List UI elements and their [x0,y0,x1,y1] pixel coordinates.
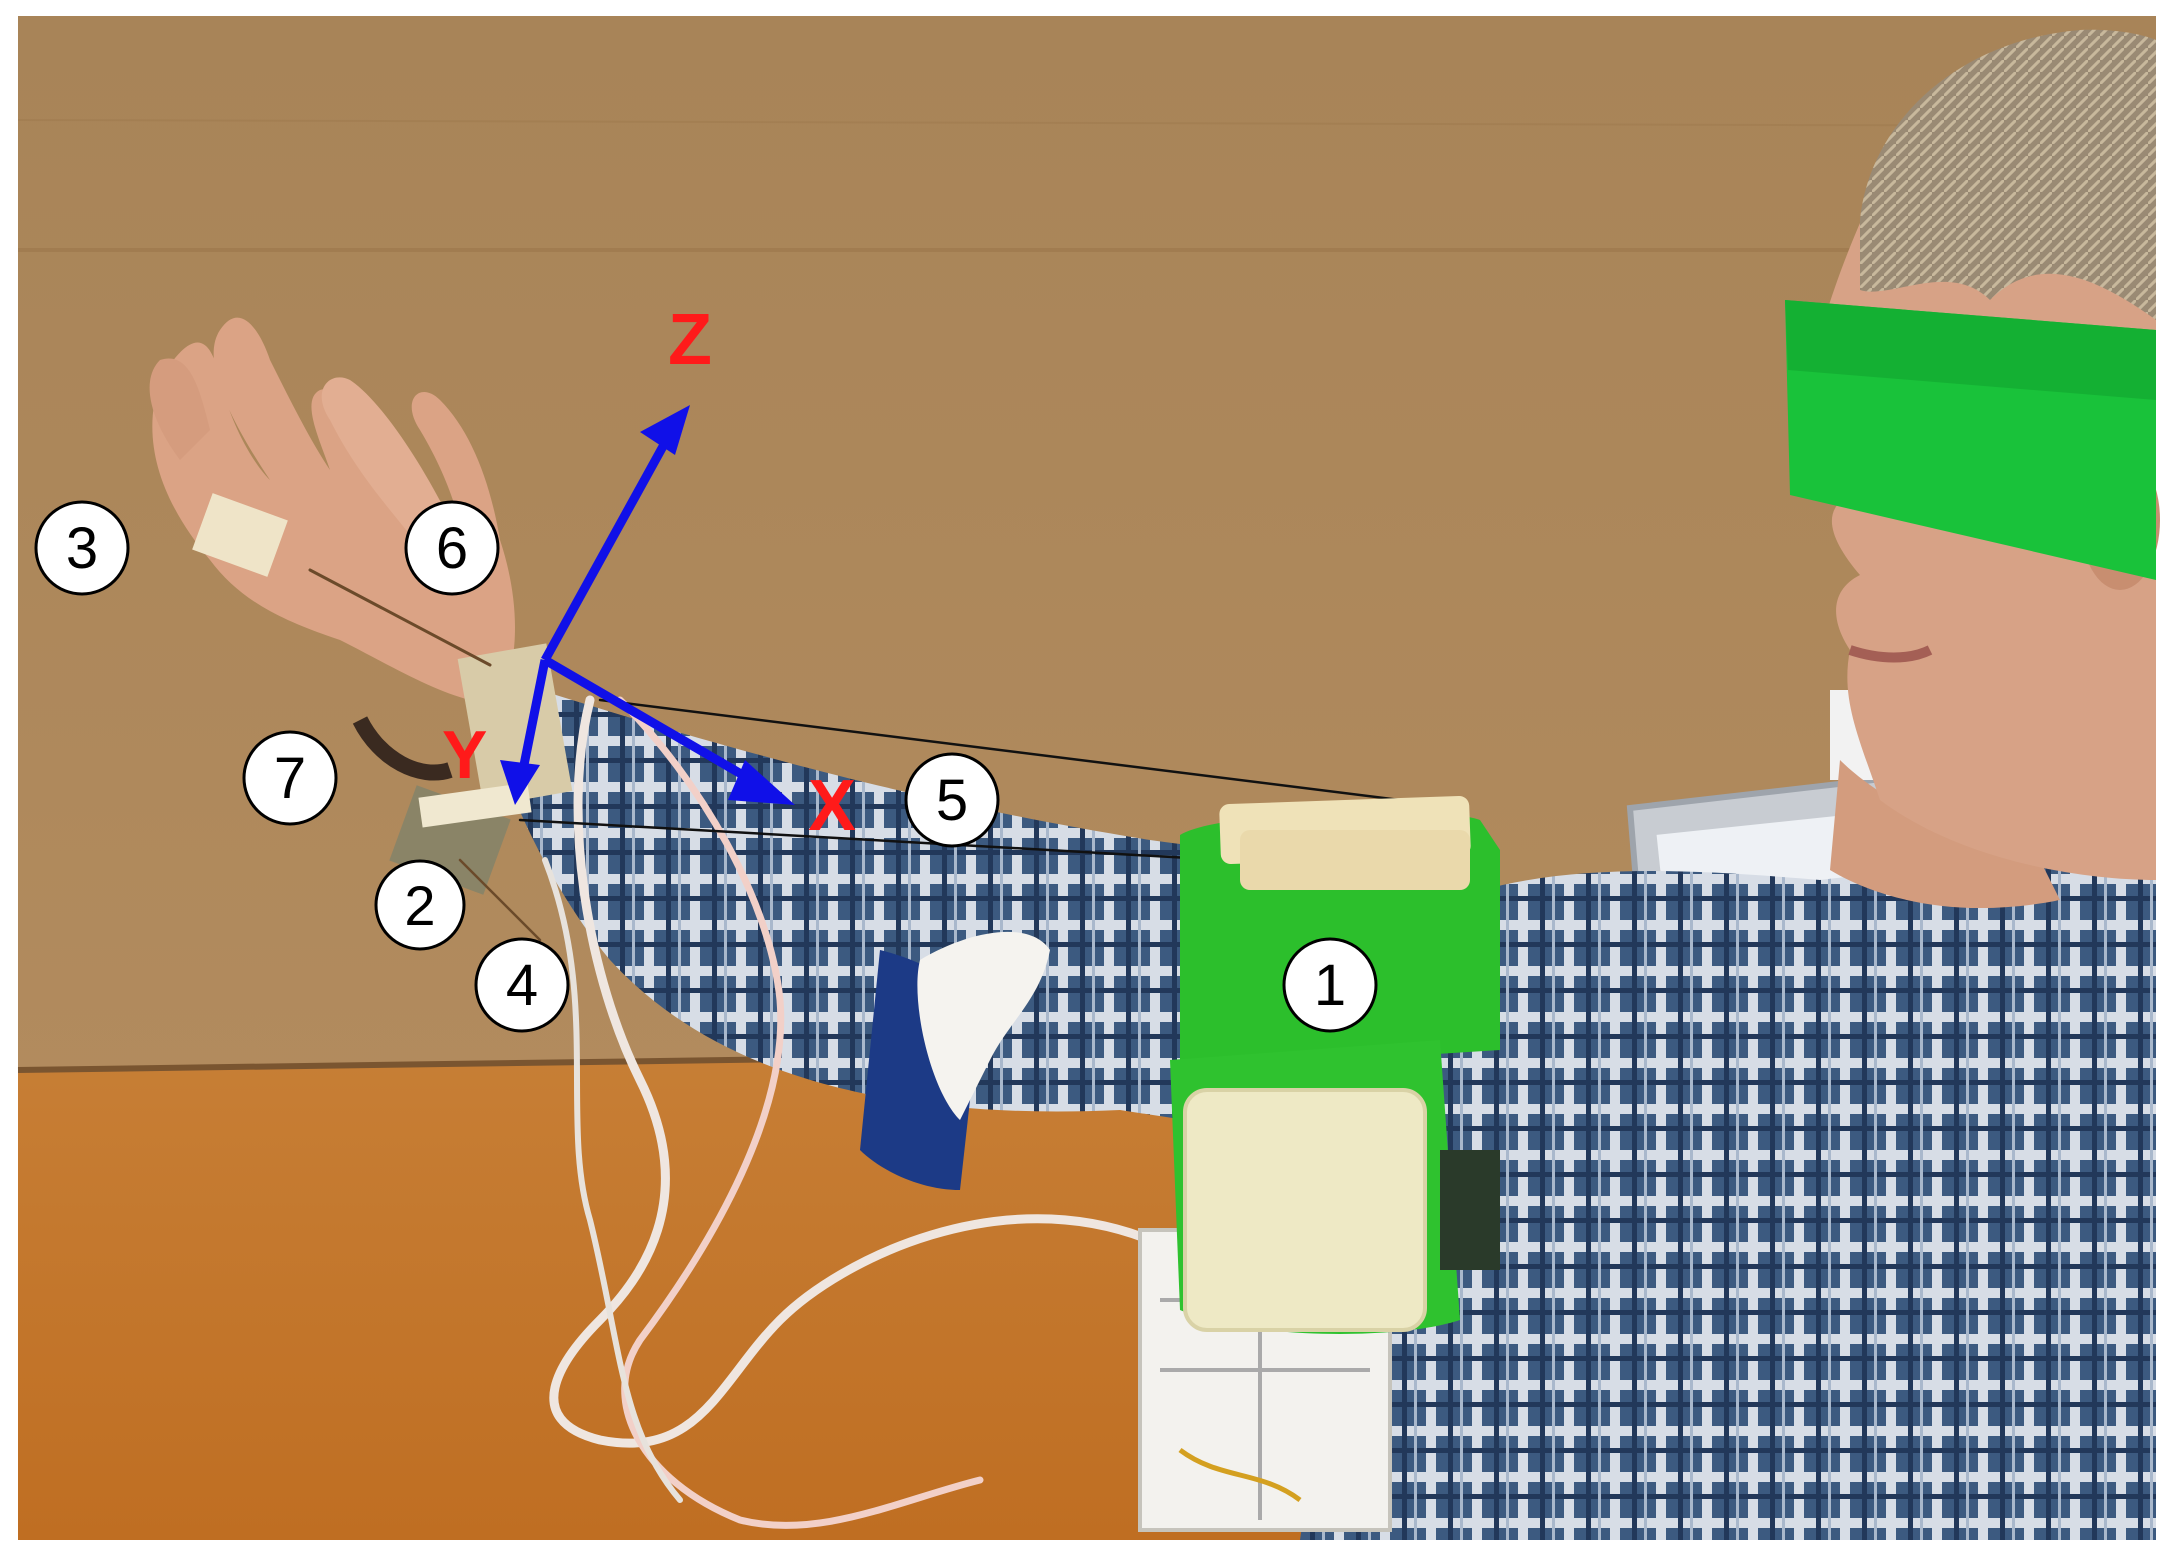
x-axis-arrow [542,656,763,789]
cables [308,568,1402,1529]
y-axis-label: Y [442,717,487,793]
coordinate-frame: Z X Y [442,300,856,846]
callout-5: 5 [904,752,1000,848]
callout-6: 6 [404,500,500,596]
z-axis-label: Z [668,300,712,380]
person [1300,29,2160,1540]
y-axis-arrow [517,659,550,776]
x-axis-arrowhead [728,760,795,805]
callouts: 1 2 3 4 5 6 7 [34,500,1378,1033]
x-axis-label: X [808,766,856,846]
svg-text:1: 1 [1314,953,1346,1018]
svg-text:4: 4 [506,953,538,1018]
callout-7: 7 [242,730,338,826]
svg-text:2: 2 [404,874,435,937]
z-axis-arrowhead [640,405,690,455]
callout-1: 1 [1282,937,1378,1033]
svg-text:5: 5 [936,768,968,833]
svg-text:6: 6 [436,516,468,581]
callout-3: 3 [34,500,130,596]
callout-2: 2 [374,859,466,951]
z-axis-arrow [541,427,676,663]
callout-4: 4 [474,937,570,1033]
svg-text:7: 7 [274,746,306,811]
y-axis-arrowhead [500,760,540,805]
svg-text:3: 3 [66,516,98,581]
